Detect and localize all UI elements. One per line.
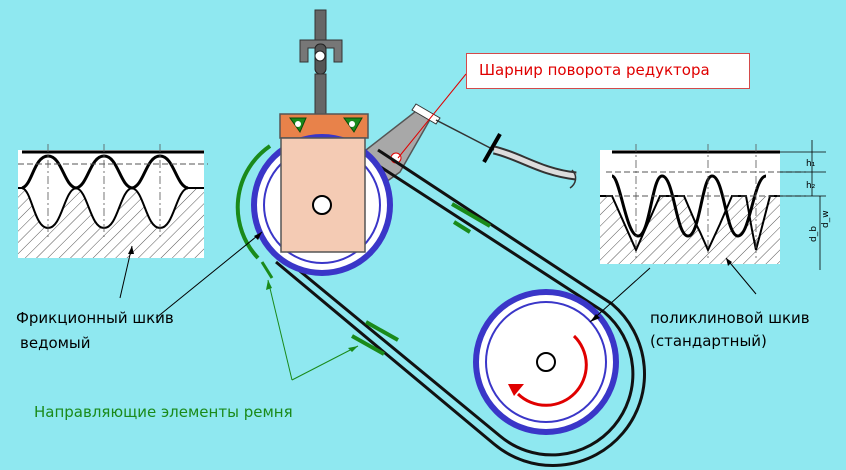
guide-leader-1 (267, 279, 293, 381)
polyv-pulley-profile: h₁ h₂ d_b d_w (600, 140, 831, 270)
spring-end (569, 169, 577, 189)
friction-pulley-profile (18, 144, 208, 258)
friction-leader-2-head (128, 246, 134, 254)
fork (299, 39, 343, 63)
polyv-leader-2-head (726, 258, 732, 266)
guide-bar-upper-2 (452, 220, 472, 234)
hinge-callout-text: Шарнир поворота редуктора (479, 61, 710, 79)
bolt-left (295, 121, 301, 127)
friction-leader-2 (119, 245, 133, 299)
arm-eye (411, 103, 441, 125)
fork-pin (314, 50, 326, 62)
guide-arc (235, 144, 272, 260)
rod-top (314, 9, 327, 41)
guide-leader-2 (291, 345, 359, 381)
callout-leader (397, 73, 467, 159)
guides-label: Направляющие элементы ремня (34, 403, 293, 421)
tension-rod (435, 119, 577, 189)
polyv-leader-1 (589, 267, 651, 323)
gearbox-bracket (279, 113, 369, 139)
guide-bar-lower-1 (365, 320, 399, 342)
polyv-pulley-label: поликлиновой шкив (650, 309, 810, 327)
polyv-pulley-label-2: (стандартный) (650, 332, 767, 350)
dim-dw-label: d_w (821, 210, 831, 228)
polyv-pulley-inner-ring (485, 301, 607, 423)
friction-pulley (251, 134, 393, 276)
suspension-rod (299, 9, 343, 115)
rotation-arrow (516, 334, 588, 407)
polyv-pulley (473, 289, 619, 435)
tension-plate (482, 133, 502, 163)
guide-leader-2-head (348, 346, 358, 352)
friction-leader-1 (155, 231, 263, 319)
profile-grooves-fill (18, 150, 204, 228)
friction-pulley-hub (312, 195, 332, 215)
guide-arc-tail (260, 261, 274, 279)
guide-leader-1-head (266, 280, 272, 290)
polyv-leader-1-head (590, 314, 600, 322)
belt (275, 148, 647, 468)
belt-inner (283, 162, 635, 457)
friction-pulley-label-2: ведомый (20, 334, 91, 352)
bolt-right (349, 121, 355, 127)
guide-bar-lower-2 (351, 334, 385, 356)
belt-outer (275, 148, 647, 468)
dim-db-label: d_b (809, 226, 819, 242)
guide-bar-upper-1 (450, 202, 492, 228)
friction-pulley-label: Фрикционный шкив (16, 309, 174, 327)
friction-leader-1-head (254, 232, 262, 240)
rod-bottom (314, 73, 327, 115)
spring-inner (493, 147, 577, 179)
hinge-callout: Шарнир поворота редуктора (466, 53, 750, 89)
dim-h2-label: h₂ (806, 181, 816, 191)
polyv-belt (610, 174, 767, 238)
gearbox-body (280, 137, 366, 253)
polyv-leader-2 (725, 257, 757, 295)
dim-h1-label: h₁ (806, 159, 816, 169)
tension-rod-line (435, 119, 499, 153)
rotation-arrowhead (508, 384, 524, 396)
polyv-pulley-hub (536, 352, 556, 372)
